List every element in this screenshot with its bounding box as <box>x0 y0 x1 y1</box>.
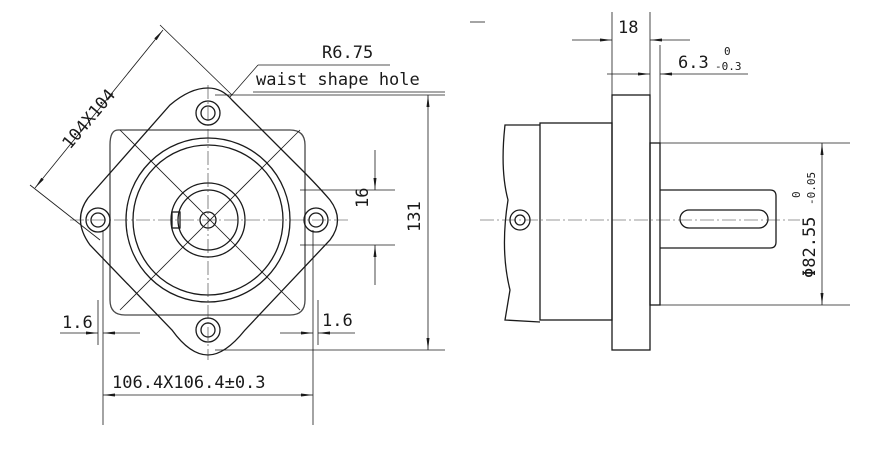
dim-18: 18 <box>618 18 638 38</box>
bottom-dimension-label: 106.4X106.4±0.3 <box>112 373 266 393</box>
flange <box>611 94 651 351</box>
dim-left-1-6: 1.6 <box>62 313 93 333</box>
keyway <box>679 209 769 229</box>
side-view: 18 6.3 0 -0.3 Φ82.55 0 -0.05 <box>470 12 850 351</box>
pilot <box>649 142 661 306</box>
dim-6-3-upper-tol: 0 <box>724 45 731 58</box>
dim-diameter-lower-tol: -0.05 <box>805 172 818 205</box>
dim-diameter: Φ82.55 <box>800 217 820 278</box>
dim-16: 16 <box>353 188 373 208</box>
mounting-holes <box>85 100 329 343</box>
radius-label: R6.75 <box>322 43 373 63</box>
body-break <box>502 124 541 323</box>
front-view: 104X104 R6.75 waist shape hole 131 16 1.… <box>29 24 445 425</box>
dim-diameter-upper-tol: 0 <box>790 191 803 198</box>
hole-label: waist shape hole <box>256 70 420 90</box>
shaft <box>660 189 777 249</box>
dim-6-3: 6.3 <box>678 53 709 73</box>
body <box>539 122 613 321</box>
dim-131: 131 <box>405 201 425 232</box>
dim-right-1-6: 1.6 <box>322 311 353 331</box>
dim-6-3-lower-tol: -0.3 <box>715 60 742 73</box>
